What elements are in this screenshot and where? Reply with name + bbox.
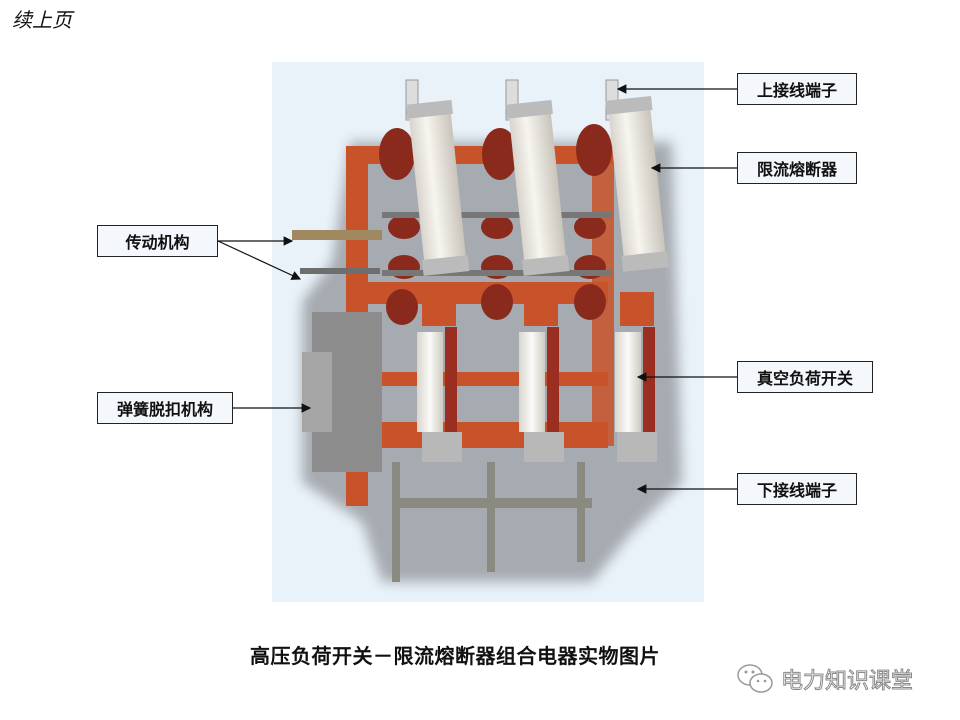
label-transmission-mechanism: 传动机构 bbox=[97, 225, 218, 257]
label-lower-terminal: 下接线端子 bbox=[737, 473, 857, 505]
label-current-limiting-fuse: 限流熔断器 bbox=[737, 152, 857, 184]
label-upper-terminal: 上接线端子 bbox=[737, 73, 857, 105]
switchgear-illustration bbox=[292, 79, 682, 582]
header-title: 续上页 bbox=[12, 8, 72, 32]
wechat-icon bbox=[737, 664, 773, 693]
label-vacuum-load-switch: 真空负荷开关 bbox=[737, 361, 873, 393]
watermark-text: 电力知识课堂 bbox=[780, 669, 914, 695]
watermark: 电力知识课堂 bbox=[735, 662, 914, 696]
label-spring-trip-mechanism: 弹簧脱扣机构 bbox=[97, 392, 233, 424]
figure-caption: 高压负荷开关－限流熔断器组合电器实物图片 bbox=[250, 644, 660, 668]
switchgear-photo bbox=[272, 62, 704, 602]
